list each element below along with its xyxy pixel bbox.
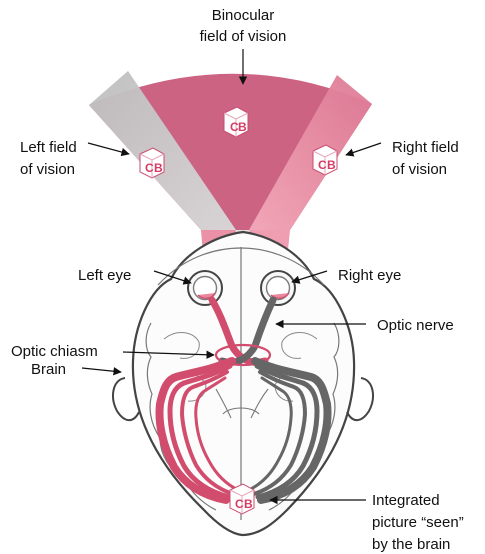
- right-field-cube: C B: [313, 145, 337, 175]
- optic-chiasm-label: Optic chiasm: [11, 343, 98, 360]
- left-eye: [188, 271, 222, 305]
- left-field-label-line-2: of vision: [20, 161, 75, 178]
- right-eye-label: Right eye: [338, 267, 401, 284]
- right-field-arrow: [346, 143, 381, 155]
- cube-letter-c: C: [145, 161, 154, 175]
- brain-label: Brain: [31, 361, 66, 378]
- brain-arrow: [82, 368, 121, 372]
- integrated-picture-label-line-3: by the brain: [372, 536, 450, 553]
- binocular-label-line-2: field of vision: [200, 28, 287, 45]
- integrated-picture-label-line-2: picture “seen”: [372, 514, 464, 531]
- integrated-picture-label-line-1: Integrated: [372, 492, 440, 509]
- cube-letter-c: C: [235, 497, 244, 511]
- optic-nerve-label: Optic nerve: [377, 317, 454, 334]
- cube-letter-b: B: [244, 497, 253, 511]
- cube-letter-b: B: [238, 120, 247, 134]
- binocular-cube: C B: [224, 107, 248, 137]
- left-field-cube: C B: [140, 148, 164, 178]
- right-field-label-line-2: of vision: [392, 161, 447, 178]
- binocular-label-line-1: Binocular: [212, 7, 275, 24]
- left-eye-label: Left eye: [78, 267, 131, 284]
- left-field-arrow: [88, 143, 129, 154]
- cube-letter-c: C: [318, 158, 327, 172]
- cube-letter-b: B: [154, 161, 163, 175]
- cube-letter-b: B: [327, 158, 336, 172]
- right-eye: [261, 271, 295, 305]
- right-field-label-line-1: Right field: [392, 139, 459, 156]
- integrated-picture-cube: C B: [230, 484, 254, 514]
- left-field-label-line-1: Left field: [20, 139, 77, 156]
